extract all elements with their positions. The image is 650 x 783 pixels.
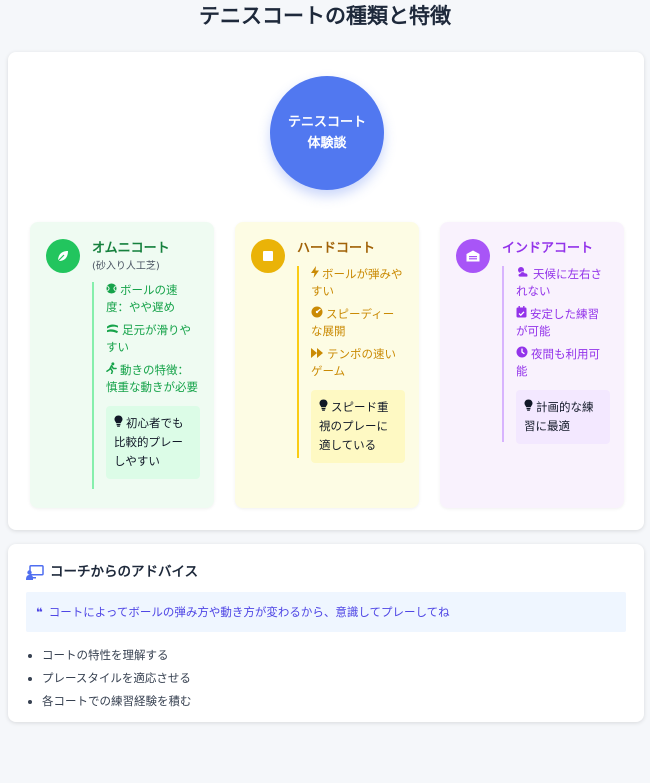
feature-item: 夜間も利用可能 [516, 346, 600, 378]
slip-icon [106, 322, 119, 339]
advice-quote: ❝コートによってボールの弾み方や動き方が変わるから、意識してプレーしてね [26, 592, 626, 632]
fast-forward-icon [311, 346, 324, 363]
feature-item: 天候に左右されない [516, 266, 602, 298]
court-subtitle: (砂入り人工芝) [92, 261, 160, 272]
quote-icon: ❝ [36, 605, 43, 619]
court-name: オムニコート [92, 241, 170, 256]
square-icon [251, 239, 285, 273]
coach-advice-card: コーチからのアドバイス ❝コートによってボールの弾み方や動き方が変わるから、意識… [8, 544, 644, 722]
feature-item: スピーディーな展開 [311, 306, 395, 338]
lightbulb-icon [319, 398, 328, 417]
advice-title: コーチからのアドバイス [26, 562, 198, 582]
list-item: プレースタイルを適応させる [42, 667, 192, 690]
warehouse-icon [456, 239, 490, 273]
lightbulb-icon [524, 398, 533, 417]
calendar-check-icon [516, 306, 527, 323]
feature-list: 天候に左右されない 安定した練習が可能 夜間も利用可能 計画的な練習に最適 [502, 266, 610, 444]
tip-box: 初心者でも比較的プレーしやすい [106, 406, 200, 479]
list-item: 各コートでの練習経験を積む [42, 690, 192, 713]
feature-item: 安定した練習が可能 [516, 306, 599, 338]
lightbulb-icon [114, 414, 123, 433]
court-card-indoor: インドアコート 天候に左右されない 安定した練習が可能 夜間も利用可能 [440, 222, 624, 508]
running-icon [106, 362, 117, 379]
feature-item: 足元が滑りやすい [106, 322, 191, 354]
court-name: インドアコート [502, 241, 594, 256]
court-card-hard: ハードコート ボールが弾みやすい スピーディーな展開 テンポの速いゲーム [235, 222, 419, 508]
feature-item: ボールが弾みやすい [311, 266, 403, 298]
leaf-icon [46, 239, 80, 273]
advice-list: コートの特性を理解する プレースタイルを適応させる 各コートでの練習経験を積む [42, 644, 192, 713]
chalkboard-teacher-icon [26, 564, 44, 580]
feature-item: 動きの特徴：慎重な動きが必要 [106, 362, 198, 394]
cloud-sun-icon [516, 266, 530, 283]
tennis-ball-icon [106, 282, 117, 299]
court-name: ハードコート [297, 241, 376, 256]
list-item: コートの特性を理解する [42, 644, 192, 667]
hub-circle: テニスコート 体験談 [270, 76, 384, 190]
tip-box: スピード重視のプレーに適している [311, 390, 405, 463]
clock-icon [516, 346, 528, 363]
court-card-omni: オムニコート (砂入り人工芝) ボールの速度：やや遅め 足元が滑りやすい 動きの… [30, 222, 214, 508]
feature-list: ボールが弾みやすい スピーディーな展開 テンポの速いゲーム スピード重視のプレー… [297, 266, 405, 463]
gauge-icon [311, 306, 323, 323]
feature-item: テンポの速いゲーム [311, 346, 396, 378]
page-title: テニスコートの種類と特徴 [199, 4, 451, 28]
bolt-icon [311, 266, 319, 283]
tip-box: 計画的な練習に最適 [516, 390, 610, 444]
feature-item: ボールの速度：やや遅め [106, 282, 178, 314]
feature-list: ボールの速度：やや遅め 足元が滑りやすい 動きの特徴：慎重な動きが必要 初心者で… [92, 282, 200, 489]
court-types-card: テニスコート 体験談 オムニコート (砂入り人工芝) ボールの速度：やや遅め 足… [8, 52, 644, 530]
